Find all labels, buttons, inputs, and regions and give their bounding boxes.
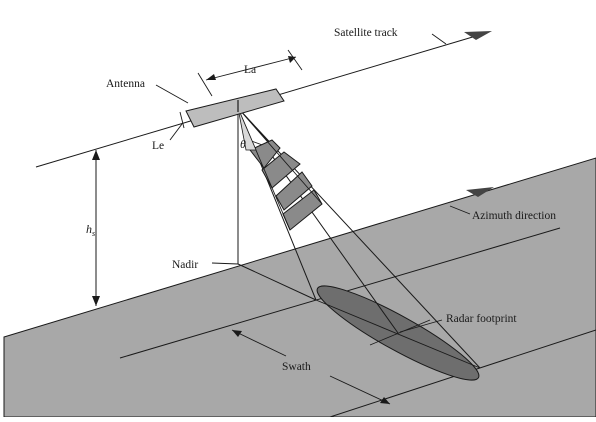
la-dimension-line [205,56,297,81]
hs-label: hs [86,222,95,238]
nadir-label: Nadir [172,259,198,271]
footprint-cross-axis [369,319,431,346]
theta-label: θ [240,137,246,151]
satellite-track-leader [431,33,447,45]
satellite-track-arrow [464,31,492,40]
azimuth-leader-line [449,205,471,215]
antenna-leader-line [155,84,189,104]
swath-arrowhead-lower [380,397,390,404]
satellite-track-label: Satellite track [334,27,398,39]
beam-edge-right [237,107,323,205]
beam-inner-wedge [237,107,257,151]
le-dimension-line [179,111,185,129]
hs-arrow-bottom [92,296,100,306]
la-arrow-left [206,74,216,80]
swath-arrowhead-upper [232,330,242,337]
la-label: La [244,64,256,76]
swath-arrow-lower [329,375,391,405]
nadir-leader-line [211,262,239,265]
nadir-to-footprint-line [237,263,317,301]
footprint-axis [315,299,481,369]
azimuth-direction-arrow [466,187,494,197]
beam-band-3 [275,171,313,211]
antenna-label: Antenna [106,78,145,90]
le-leader-line [169,123,183,141]
swath-arrow-upper [231,329,287,357]
azimuth-direction-label: Azimuth direction [472,210,556,222]
beam-line-far [237,107,481,369]
la-arrow-right [288,56,296,63]
radar-footprint-leader [399,319,443,333]
swath-label: Swath [282,361,311,373]
radar-footprint-label: Radar footprint [446,313,517,325]
antenna-panel [185,88,285,128]
beam-band-2 [261,151,301,189]
la-tick-left [197,72,213,97]
la-tick-right [287,49,303,71]
le-label: Le [152,140,164,152]
hs-arrow-top [92,150,100,160]
